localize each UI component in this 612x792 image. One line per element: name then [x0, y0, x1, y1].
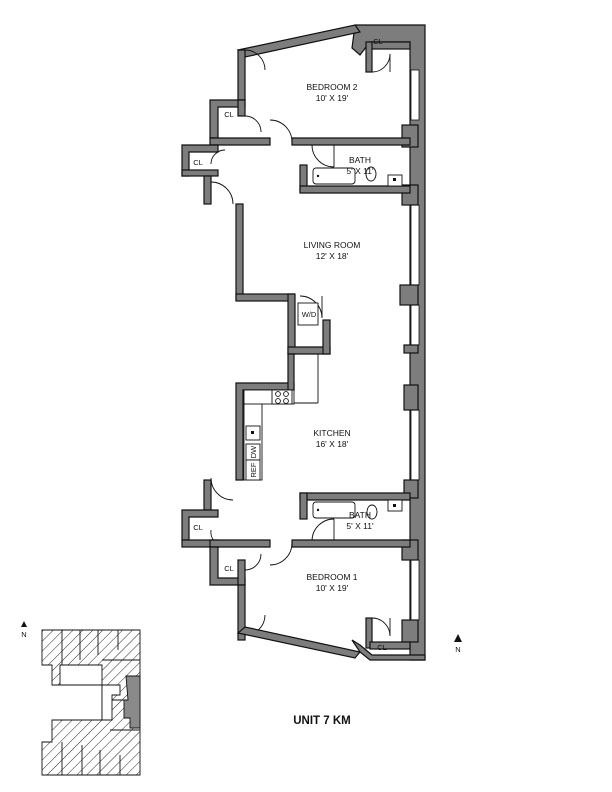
- kitchen-size: 16' X 18': [316, 439, 349, 449]
- key-plan: [41, 629, 141, 776]
- window: [410, 559, 420, 621]
- exterior-wall: [351, 24, 426, 661]
- living-room-label: LIVING ROOM: [304, 240, 361, 250]
- closet-label: CL: [377, 643, 387, 652]
- closet-label: CL: [224, 110, 234, 119]
- closet-label: CL: [193, 523, 203, 532]
- stove: [271, 389, 293, 405]
- closet-label: CL: [373, 37, 383, 46]
- hall-closet-upper: [181, 144, 234, 205]
- highlighted-unit: [123, 675, 141, 729]
- washer-dryer: [297, 302, 319, 326]
- toilet: [366, 504, 378, 520]
- kitchen: [235, 353, 295, 481]
- window: [410, 409, 420, 481]
- bath-top-size: 5' X 11': [346, 166, 374, 176]
- closet-labels: CL CL CL CL CL CL: [193, 37, 387, 652]
- window: [410, 69, 420, 121]
- bedroom-1-walls: [209, 539, 426, 661]
- pier: [403, 384, 419, 411]
- living-room-size: 12' X 18': [316, 251, 349, 261]
- hall-closet-lower: [181, 477, 234, 548]
- refrigerator-label: REF: [249, 462, 258, 477]
- bath-bottom-size: 5' X 11': [346, 521, 374, 531]
- north-arrow-icon: [454, 634, 462, 642]
- pier: [401, 619, 419, 643]
- bathtub: [312, 167, 356, 185]
- kitchen-label: KITCHEN: [313, 428, 350, 438]
- dishwasher-label: DW: [249, 445, 258, 458]
- north-label: N: [21, 630, 26, 639]
- north-arrow-left: N: [21, 621, 27, 639]
- window: [410, 304, 420, 346]
- north-arrow-right: N: [454, 634, 462, 654]
- room-labels: BEDROOM 2 10' X 19' BATH 5' X 11' LIVING…: [304, 82, 374, 593]
- bedroom-2-size: 10' X 19': [316, 93, 349, 103]
- toilet: [365, 166, 377, 182]
- pier: [403, 344, 419, 354]
- bath-top-label: BATH: [349, 155, 371, 165]
- closet-label: CL: [193, 158, 203, 167]
- bedroom-2-walls: [209, 24, 411, 146]
- washer-dryer-label: W/D: [302, 310, 317, 319]
- north-label: N: [455, 645, 460, 654]
- north-arrow-icon: [21, 621, 27, 627]
- living-room-walls: [235, 203, 331, 404]
- bedroom-2-label: BEDROOM 2: [306, 82, 357, 92]
- bedroom-1-size: 10' X 19': [316, 583, 349, 593]
- closet-label: CL: [224, 564, 234, 573]
- bath-top: [299, 144, 411, 194]
- window: [410, 204, 420, 286]
- bath-bottom: [299, 492, 411, 542]
- bath-bottom-label: BATH: [349, 510, 371, 520]
- refrigerator: [245, 459, 261, 481]
- unit-label: UNIT 7 KM: [293, 715, 351, 727]
- bathtub: [312, 501, 356, 519]
- pier: [399, 284, 419, 306]
- bedroom-1-label: BEDROOM 1: [306, 572, 357, 582]
